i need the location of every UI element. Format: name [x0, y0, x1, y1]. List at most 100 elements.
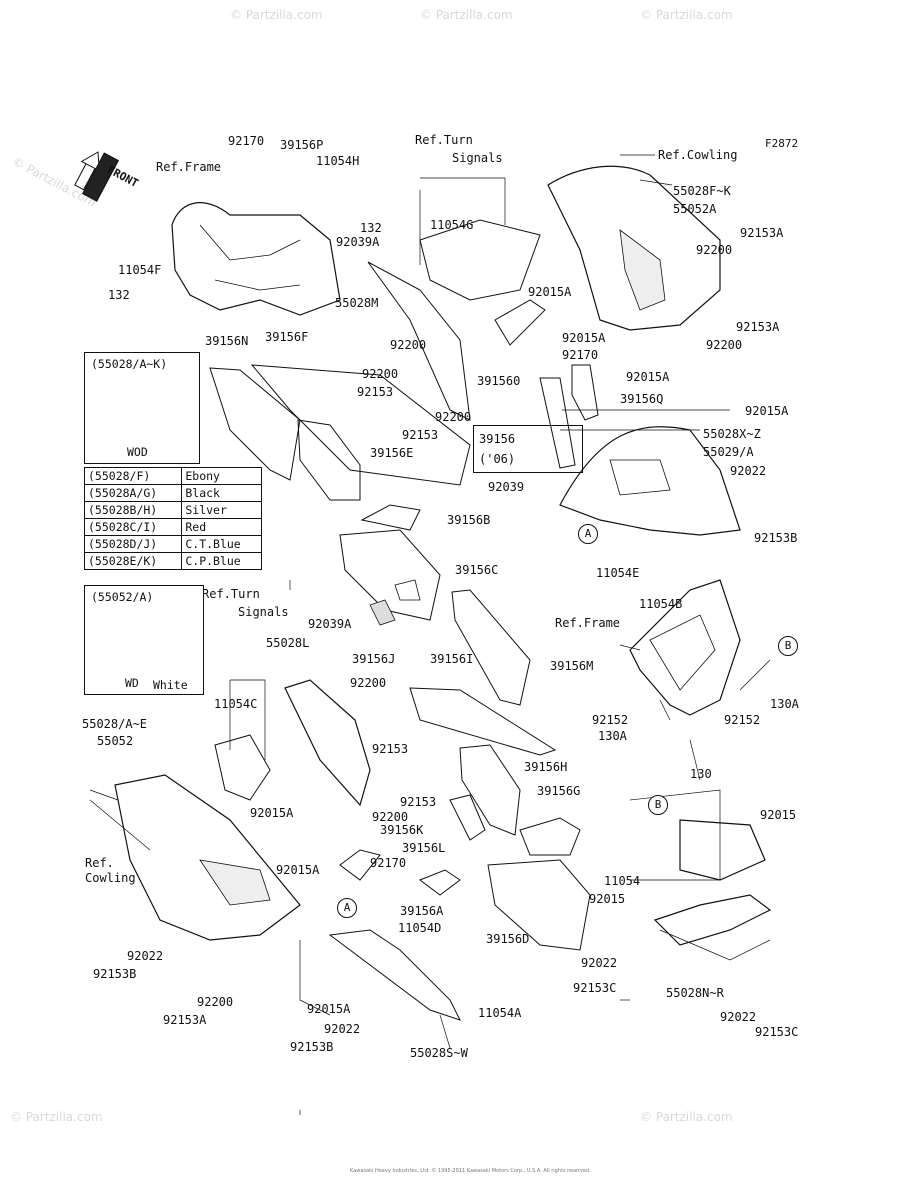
- part-label[interactable]: 39156Q: [620, 392, 664, 406]
- part-label[interactable]: 92015A: [562, 331, 606, 345]
- part-label[interactable]: 92170: [370, 856, 407, 870]
- part-label[interactable]: 39156B: [447, 513, 491, 527]
- part-label[interactable]: 55052A: [673, 202, 717, 216]
- part-label[interactable]: 130: [690, 767, 712, 781]
- part-label[interactable]: 11054G: [430, 218, 474, 232]
- part-label[interactable]: 39156I: [430, 652, 474, 666]
- part-label[interactable]: 92153: [372, 742, 409, 756]
- part-label[interactable]: 92153A: [163, 1013, 207, 1027]
- legend-code: (55028A/G): [83, 484, 183, 502]
- part-label[interactable]: 55028M: [335, 296, 379, 310]
- part-label[interactable]: 55029/A: [703, 445, 754, 459]
- part-label[interactable]: 92015: [760, 808, 797, 822]
- part-label[interactable]: 39156M: [550, 659, 594, 673]
- part-label[interactable]: 92200: [390, 338, 427, 352]
- part-label[interactable]: 92153: [357, 385, 394, 399]
- part-label[interactable]: 92200: [696, 243, 733, 257]
- part-label[interactable]: 92170: [562, 348, 599, 362]
- part-label[interactable]: 92153: [402, 428, 439, 442]
- part-label[interactable]: 130A: [598, 729, 627, 743]
- part-label[interactable]: 55028N~R: [666, 986, 724, 1000]
- part-label[interactable]: 11054H: [316, 154, 360, 168]
- part-label[interactable]: 92200: [435, 410, 472, 424]
- part-label[interactable]: 92015A: [626, 370, 670, 384]
- callout-b: B: [778, 636, 798, 656]
- ref-cowling-label: Cowling: [85, 871, 136, 885]
- part-label[interactable]: 39156G: [537, 784, 581, 798]
- part-label[interactable]: 55028X~Z: [703, 427, 761, 441]
- under-cover-55028n: [653, 894, 772, 946]
- part-label[interactable]: 39156F: [265, 330, 309, 344]
- part-label[interactable]: 92015A: [307, 1002, 351, 1016]
- part-label[interactable]: 39156P: [280, 138, 324, 152]
- part-label[interactable]: 92152: [592, 713, 629, 727]
- part-label[interactable]: 39156C: [455, 563, 499, 577]
- part-label[interactable]: 92200: [362, 367, 399, 381]
- watermark-text: © Partzilla.com: [640, 1110, 733, 1124]
- part-label[interactable]: 92015A: [250, 806, 294, 820]
- part-label[interactable]: 92039: [488, 480, 525, 494]
- part-label[interactable]: 92200: [350, 676, 387, 690]
- legend-row: (55028/F)Ebony: [83, 467, 262, 485]
- part-label[interactable]: 92022: [127, 949, 164, 963]
- part-label[interactable]: 92153B: [754, 531, 798, 545]
- part-label[interactable]: 92022: [581, 956, 618, 970]
- part-label[interactable]: 130A: [770, 697, 799, 711]
- part-label[interactable]: 92200: [372, 810, 409, 824]
- front-arrow-icon: [74, 151, 120, 202]
- part-label[interactable]: 92153C: [755, 1025, 799, 1039]
- part-label[interactable]: 39156: [479, 432, 516, 446]
- part-label[interactable]: 39156E: [370, 446, 414, 460]
- part-label[interactable]: 39156D: [486, 932, 530, 946]
- panel-39156c: [339, 529, 441, 621]
- inset-caption: WD: [125, 676, 139, 690]
- part-label[interactable]: 92153B: [93, 967, 137, 981]
- part-label[interactable]: 92153A: [740, 226, 784, 240]
- part-label[interactable]: 11054B: [639, 597, 683, 611]
- part-label[interactable]: 55028L: [266, 636, 310, 650]
- part-label[interactable]: 92170: [228, 134, 265, 148]
- part-label[interactable]: 11054D: [398, 921, 442, 935]
- legend-color: Red: [181, 518, 262, 536]
- part-label[interactable]: 92015A: [276, 863, 320, 877]
- part-label[interactable]: 92200: [197, 995, 234, 1009]
- part-label[interactable]: 92153: [400, 795, 437, 809]
- part-label[interactable]: 92015A: [745, 404, 789, 418]
- legend-row: (55028B/H)Silver: [83, 501, 262, 519]
- part-label[interactable]: 92153C: [573, 981, 617, 995]
- part-label[interactable]: 39156N: [205, 334, 249, 348]
- legend-color: Silver: [181, 501, 262, 519]
- part-label[interactable]: 11054F: [118, 263, 162, 277]
- part-label[interactable]: 132: [360, 221, 382, 235]
- part-label[interactable]: 92039A: [308, 617, 352, 631]
- part-label[interactable]: 132: [108, 288, 130, 302]
- part-label[interactable]: 92153A: [736, 320, 780, 334]
- part-label[interactable]: 39156L: [402, 841, 446, 855]
- part-label[interactable]: 39156J: [352, 652, 396, 666]
- part-label[interactable]: 92015A: [528, 285, 572, 299]
- part-label[interactable]: 55028/A~E: [82, 717, 148, 731]
- part-label[interactable]: 55028F~K: [673, 184, 731, 198]
- part-label[interactable]: 39156H: [524, 760, 568, 774]
- part-label[interactable]: 92153B: [290, 1040, 334, 1054]
- part-label[interactable]: 11054E: [596, 566, 640, 580]
- part-label[interactable]: 55028S~W: [410, 1046, 468, 1060]
- panel-39156d: [487, 859, 591, 951]
- part-label[interactable]: 391560: [477, 374, 521, 388]
- part-label[interactable]: 92200: [706, 338, 743, 352]
- part-label[interactable]: 55052: [97, 734, 134, 748]
- part-label[interactable]: 39156K: [380, 823, 424, 837]
- part-label[interactable]: 92022: [324, 1022, 361, 1036]
- part-label[interactable]: 39156A: [400, 904, 444, 918]
- part-label[interactable]: 11054C: [214, 697, 258, 711]
- part-label[interactable]: 92022: [730, 464, 767, 478]
- watermark-text: © Partzilla.com: [10, 1110, 103, 1124]
- part-label[interactable]: 92152: [724, 713, 761, 727]
- part-label[interactable]: 92022: [720, 1010, 757, 1024]
- part-label[interactable]: 92039A: [336, 235, 380, 249]
- part-label[interactable]: 92015: [589, 892, 626, 906]
- part-label[interactable]: 11054: [604, 874, 641, 888]
- part-label[interactable]: 11054A: [478, 1006, 522, 1020]
- inset-title: (55052/A): [91, 590, 154, 604]
- legend-color: C.P.Blue: [181, 552, 262, 570]
